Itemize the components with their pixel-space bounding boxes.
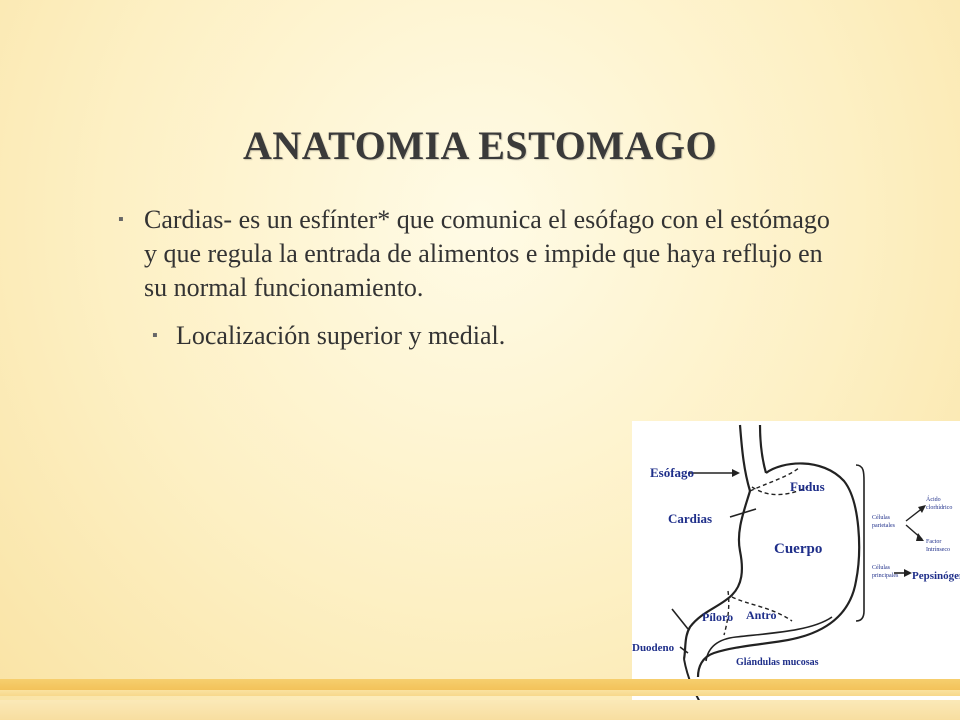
label-piloro: Píloro: [702, 610, 733, 624]
piloro-pointer: [671, 608, 689, 630]
arrow-head-icon: [904, 569, 912, 577]
sub-bullet-item: ▪ Localización superior y medial.: [118, 319, 848, 353]
stomach-diagram: Esófago Cardias Fudus Cuerpo Píloro Antr…: [632, 421, 960, 706]
label-celulas-parietales-1: Células: [872, 515, 891, 521]
slide-title: ANATOMIA ESTOMAGO: [242, 123, 718, 168]
cardias-pointer: [729, 508, 757, 518]
bullet-text: Cardias- es un esfínter* que comunica el…: [144, 205, 830, 302]
label-factor-2: Intrínseco: [926, 547, 950, 553]
arrow-head-icon: [918, 505, 926, 513]
lesser-curvature: [682, 490, 752, 660]
fundus-cardias-boundary: [751, 486, 809, 496]
brace-line: [855, 464, 865, 622]
label-duodeno: Duodeno: [632, 642, 675, 654]
arrow-head-icon: [916, 533, 924, 541]
stomach-diagram-svg: Esófago Cardias Fudus Cuerpo Píloro Antr…: [632, 424, 960, 706]
label-cuerpo: Cuerpo: [774, 541, 822, 557]
footer-band: [0, 679, 960, 690]
label-celulas-parietales-2: parietales: [872, 523, 896, 529]
slide-body: ▪ Cardias- es un esfínter* que comunica …: [118, 203, 848, 353]
footer-band-bottom: [0, 700, 960, 720]
duodeno-pointer: [679, 646, 689, 654]
esophagus-left-wall: [738, 424, 752, 492]
pylorus-boundary: [723, 590, 730, 636]
label-antro: Antro: [746, 608, 776, 622]
sub-bullet-text: Localización superior y medial.: [176, 321, 506, 350]
inner-wall: [705, 616, 833, 662]
bullet-square-icon: ▪: [118, 211, 124, 228]
label-pepsinogeno: Pepsinógeno: [912, 570, 960, 582]
bullet-item: ▪ Cardias- es un esfínter* que comunica …: [118, 203, 848, 305]
label-acido-2: clorhídrico: [926, 505, 952, 511]
label-celulas-principales-1: Células: [872, 565, 891, 571]
label-esofago: Esófago: [650, 465, 694, 480]
label-celulas-principales-2: principales: [872, 573, 899, 579]
label-factor-1: Factor: [926, 539, 941, 545]
fundus-boundary: [749, 466, 801, 492]
arrow-head-icon: [732, 469, 740, 477]
greater-curvature: [696, 462, 861, 678]
antrum-boundary: [731, 596, 793, 622]
label-fudus: Fudus: [790, 479, 825, 494]
label-acido-1: Ácido: [926, 495, 941, 503]
label-glandulas: Glándulas mucosas: [736, 657, 819, 668]
esophagus-right-wall: [758, 424, 768, 474]
footer-band-light: [0, 690, 960, 696]
label-cardias: Cardias: [668, 511, 712, 526]
sub-bullet-square-icon: ▪: [152, 327, 158, 344]
